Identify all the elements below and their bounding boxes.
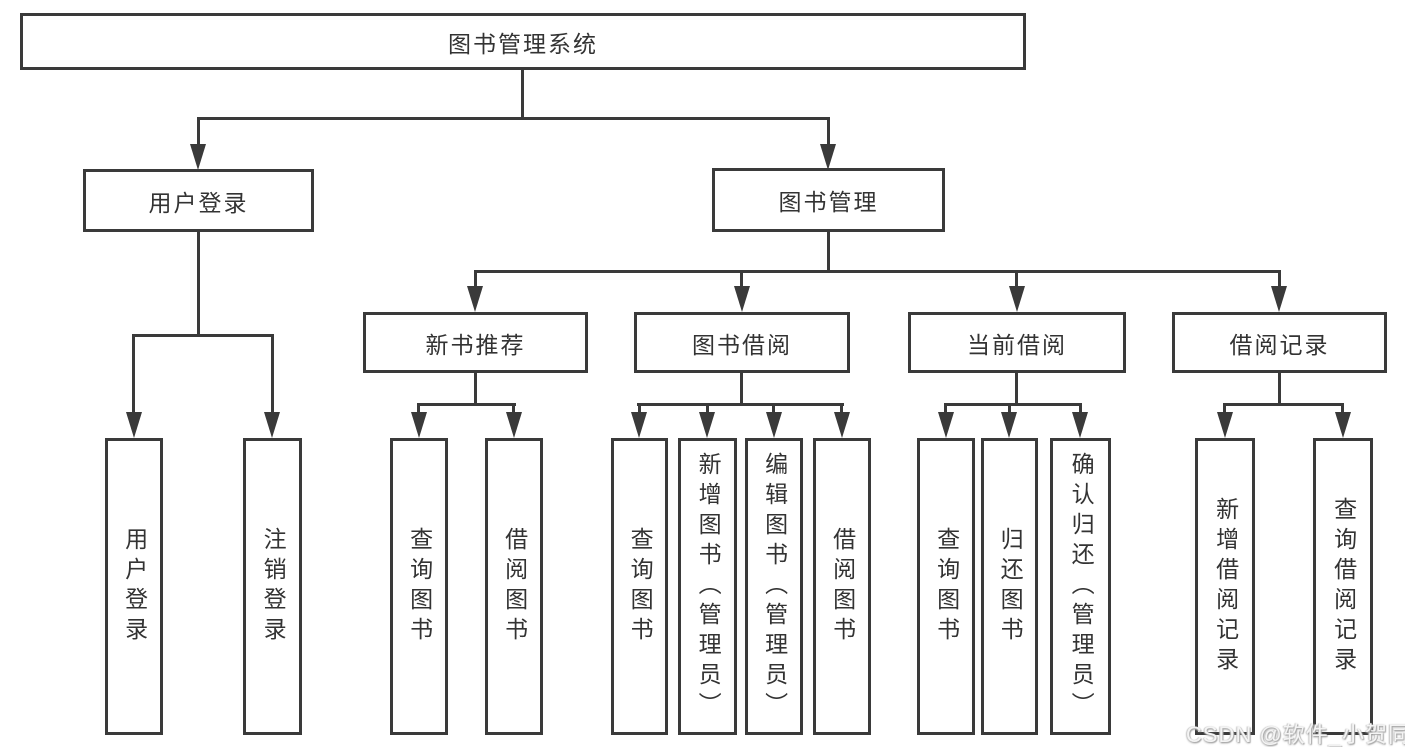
- leaf-query-book-3-label: 查询图书: [933, 526, 960, 647]
- node-current-borrow: 当前借阅: [908, 312, 1126, 373]
- leaf-user-login: 用户登录: [105, 438, 163, 735]
- node-book-borrow: 图书借阅: [634, 312, 850, 373]
- arrowhead-leaf-logout: [264, 412, 280, 438]
- leaf-query-book-1-label: 查询图书: [406, 526, 433, 647]
- node-book-borrow-label: 图书借阅: [692, 331, 792, 358]
- connector-to-user-login: [197, 117, 200, 146]
- connector-to-current-borrow: [1015, 270, 1018, 286]
- arrowhead-return-book: [1001, 412, 1017, 438]
- arrowhead-add-book: [699, 412, 715, 438]
- connector-new-book-rec-stem: [474, 373, 477, 405]
- csdn-watermark: CSDN @软件_小贺同学: [1186, 722, 1405, 747]
- connector-stub: [1341, 403, 1344, 414]
- node-root-library-system: 图书管理系统: [20, 13, 1026, 70]
- node-borrow-records: 借阅记录: [1172, 312, 1387, 373]
- connector-to-borrow-records: [1278, 270, 1281, 286]
- connector-to-book-mgmt: [827, 117, 830, 146]
- node-user-login-label: 用户登录: [148, 189, 249, 216]
- arrowhead-user-login: [190, 144, 206, 170]
- leaf-borrow-book-2: 借阅图书: [813, 438, 871, 735]
- arrowhead-borrow-records: [1271, 286, 1287, 312]
- connector-stub: [417, 403, 420, 414]
- connector-stub: [840, 403, 843, 414]
- leaf-edit-book-label: 编辑图书（管理员）: [761, 451, 788, 722]
- leaf-edit-book: 编辑图书（管理员）: [745, 438, 803, 735]
- leaf-borrow-book-1-label: 借阅图书: [501, 526, 528, 647]
- leaf-add-book-label: 新增图书（管理员）: [695, 451, 722, 722]
- leaf-query-book-2: 查询图书: [611, 438, 668, 735]
- arrowhead-current-borrow: [1009, 286, 1025, 312]
- arrowhead-new-book-rec: [467, 286, 483, 312]
- leaf-return-book-label: 归还图书: [997, 526, 1024, 647]
- connector-stub: [1223, 403, 1226, 414]
- connector-user-login-stem: [197, 232, 200, 336]
- arrowhead-leaf-user-login: [126, 412, 142, 438]
- connector-stub: [1079, 403, 1082, 414]
- leaf-query-book-2-label: 查询图书: [627, 526, 654, 647]
- leaf-confirm-return-label: 确认归还（管理员）: [1068, 451, 1095, 722]
- node-borrow-records-label: 借阅记录: [1229, 331, 1330, 358]
- arrowhead-query-record: [1335, 412, 1351, 438]
- arrowhead-borrow-book-2: [834, 412, 850, 438]
- connector-new-book-rec-branch: [417, 403, 516, 406]
- node-new-book-rec: 新书推荐: [363, 312, 588, 373]
- leaf-query-book-1: 查询图书: [390, 438, 448, 735]
- node-new-book-rec-label: 新书推荐: [425, 331, 526, 358]
- leaf-query-record-label: 查询借阅记录: [1330, 496, 1357, 677]
- connector-borrow-records-branch: [1223, 403, 1343, 406]
- leaf-confirm-return: 确认归还（管理员）: [1050, 438, 1111, 735]
- leaf-logout: 注销登录: [243, 438, 302, 735]
- node-book-mgmt: 图书管理: [712, 168, 945, 232]
- arrowhead-add-record: [1217, 412, 1233, 438]
- leaf-return-book: 归还图书: [981, 438, 1038, 735]
- leaf-borrow-book-1: 借阅图书: [485, 438, 543, 735]
- connector-current-borrow-branch: [944, 403, 1082, 406]
- connector-to-new-book-rec: [474, 270, 477, 286]
- connector-to-leaf-user-login: [132, 334, 135, 414]
- connector-to-leaf-logout: [271, 334, 274, 414]
- leaf-logout-label: 注销登录: [260, 526, 287, 647]
- node-root-label: 图书管理系统: [448, 30, 598, 57]
- arrowhead-borrow-book-1: [506, 412, 522, 438]
- leaf-query-book-3: 查询图书: [917, 438, 975, 735]
- node-current-borrow-label: 当前借阅: [967, 331, 1067, 358]
- leaf-add-book: 新增图书（管理员）: [678, 438, 737, 735]
- arrowhead-query-book-2: [631, 412, 647, 438]
- arrowhead-edit-book: [766, 412, 782, 438]
- connector-stub: [1008, 403, 1011, 414]
- connector-borrow-records-stem: [1278, 373, 1281, 405]
- connector-book-mgmt-stem: [827, 232, 830, 272]
- connector-to-book-borrow: [740, 270, 743, 286]
- connector-current-borrow-stem: [1015, 373, 1018, 405]
- connector-stub: [772, 403, 775, 414]
- leaf-add-record-label: 新增借阅记录: [1212, 496, 1239, 677]
- connector-user-login-branch: [132, 334, 274, 337]
- arrowhead-query-book-3: [938, 412, 954, 438]
- leaf-add-record: 新增借阅记录: [1195, 438, 1255, 735]
- arrowhead-book-mgmt: [820, 144, 836, 170]
- connector-stub: [944, 403, 947, 414]
- arrowhead-confirm-return: [1072, 412, 1088, 438]
- connector-stub: [706, 403, 709, 414]
- leaf-borrow-book-2-label: 借阅图书: [829, 526, 856, 647]
- leaf-user-login-label: 用户登录: [121, 526, 148, 647]
- connector-stub: [638, 403, 641, 414]
- leaf-query-record: 查询借阅记录: [1313, 438, 1373, 735]
- connector-level3-branch: [474, 270, 1281, 273]
- connector-root-stem: [521, 70, 524, 119]
- arrowhead-book-borrow: [734, 286, 750, 312]
- connector-book-borrow-branch: [637, 403, 844, 406]
- connector-stub: [512, 403, 515, 414]
- connector-book-borrow-stem: [740, 373, 743, 405]
- node-book-mgmt-label: 图书管理: [778, 189, 879, 215]
- node-user-login: 用户登录: [83, 169, 314, 232]
- arrowhead-query-book-1: [411, 412, 427, 438]
- connector-level2-branch: [197, 117, 830, 120]
